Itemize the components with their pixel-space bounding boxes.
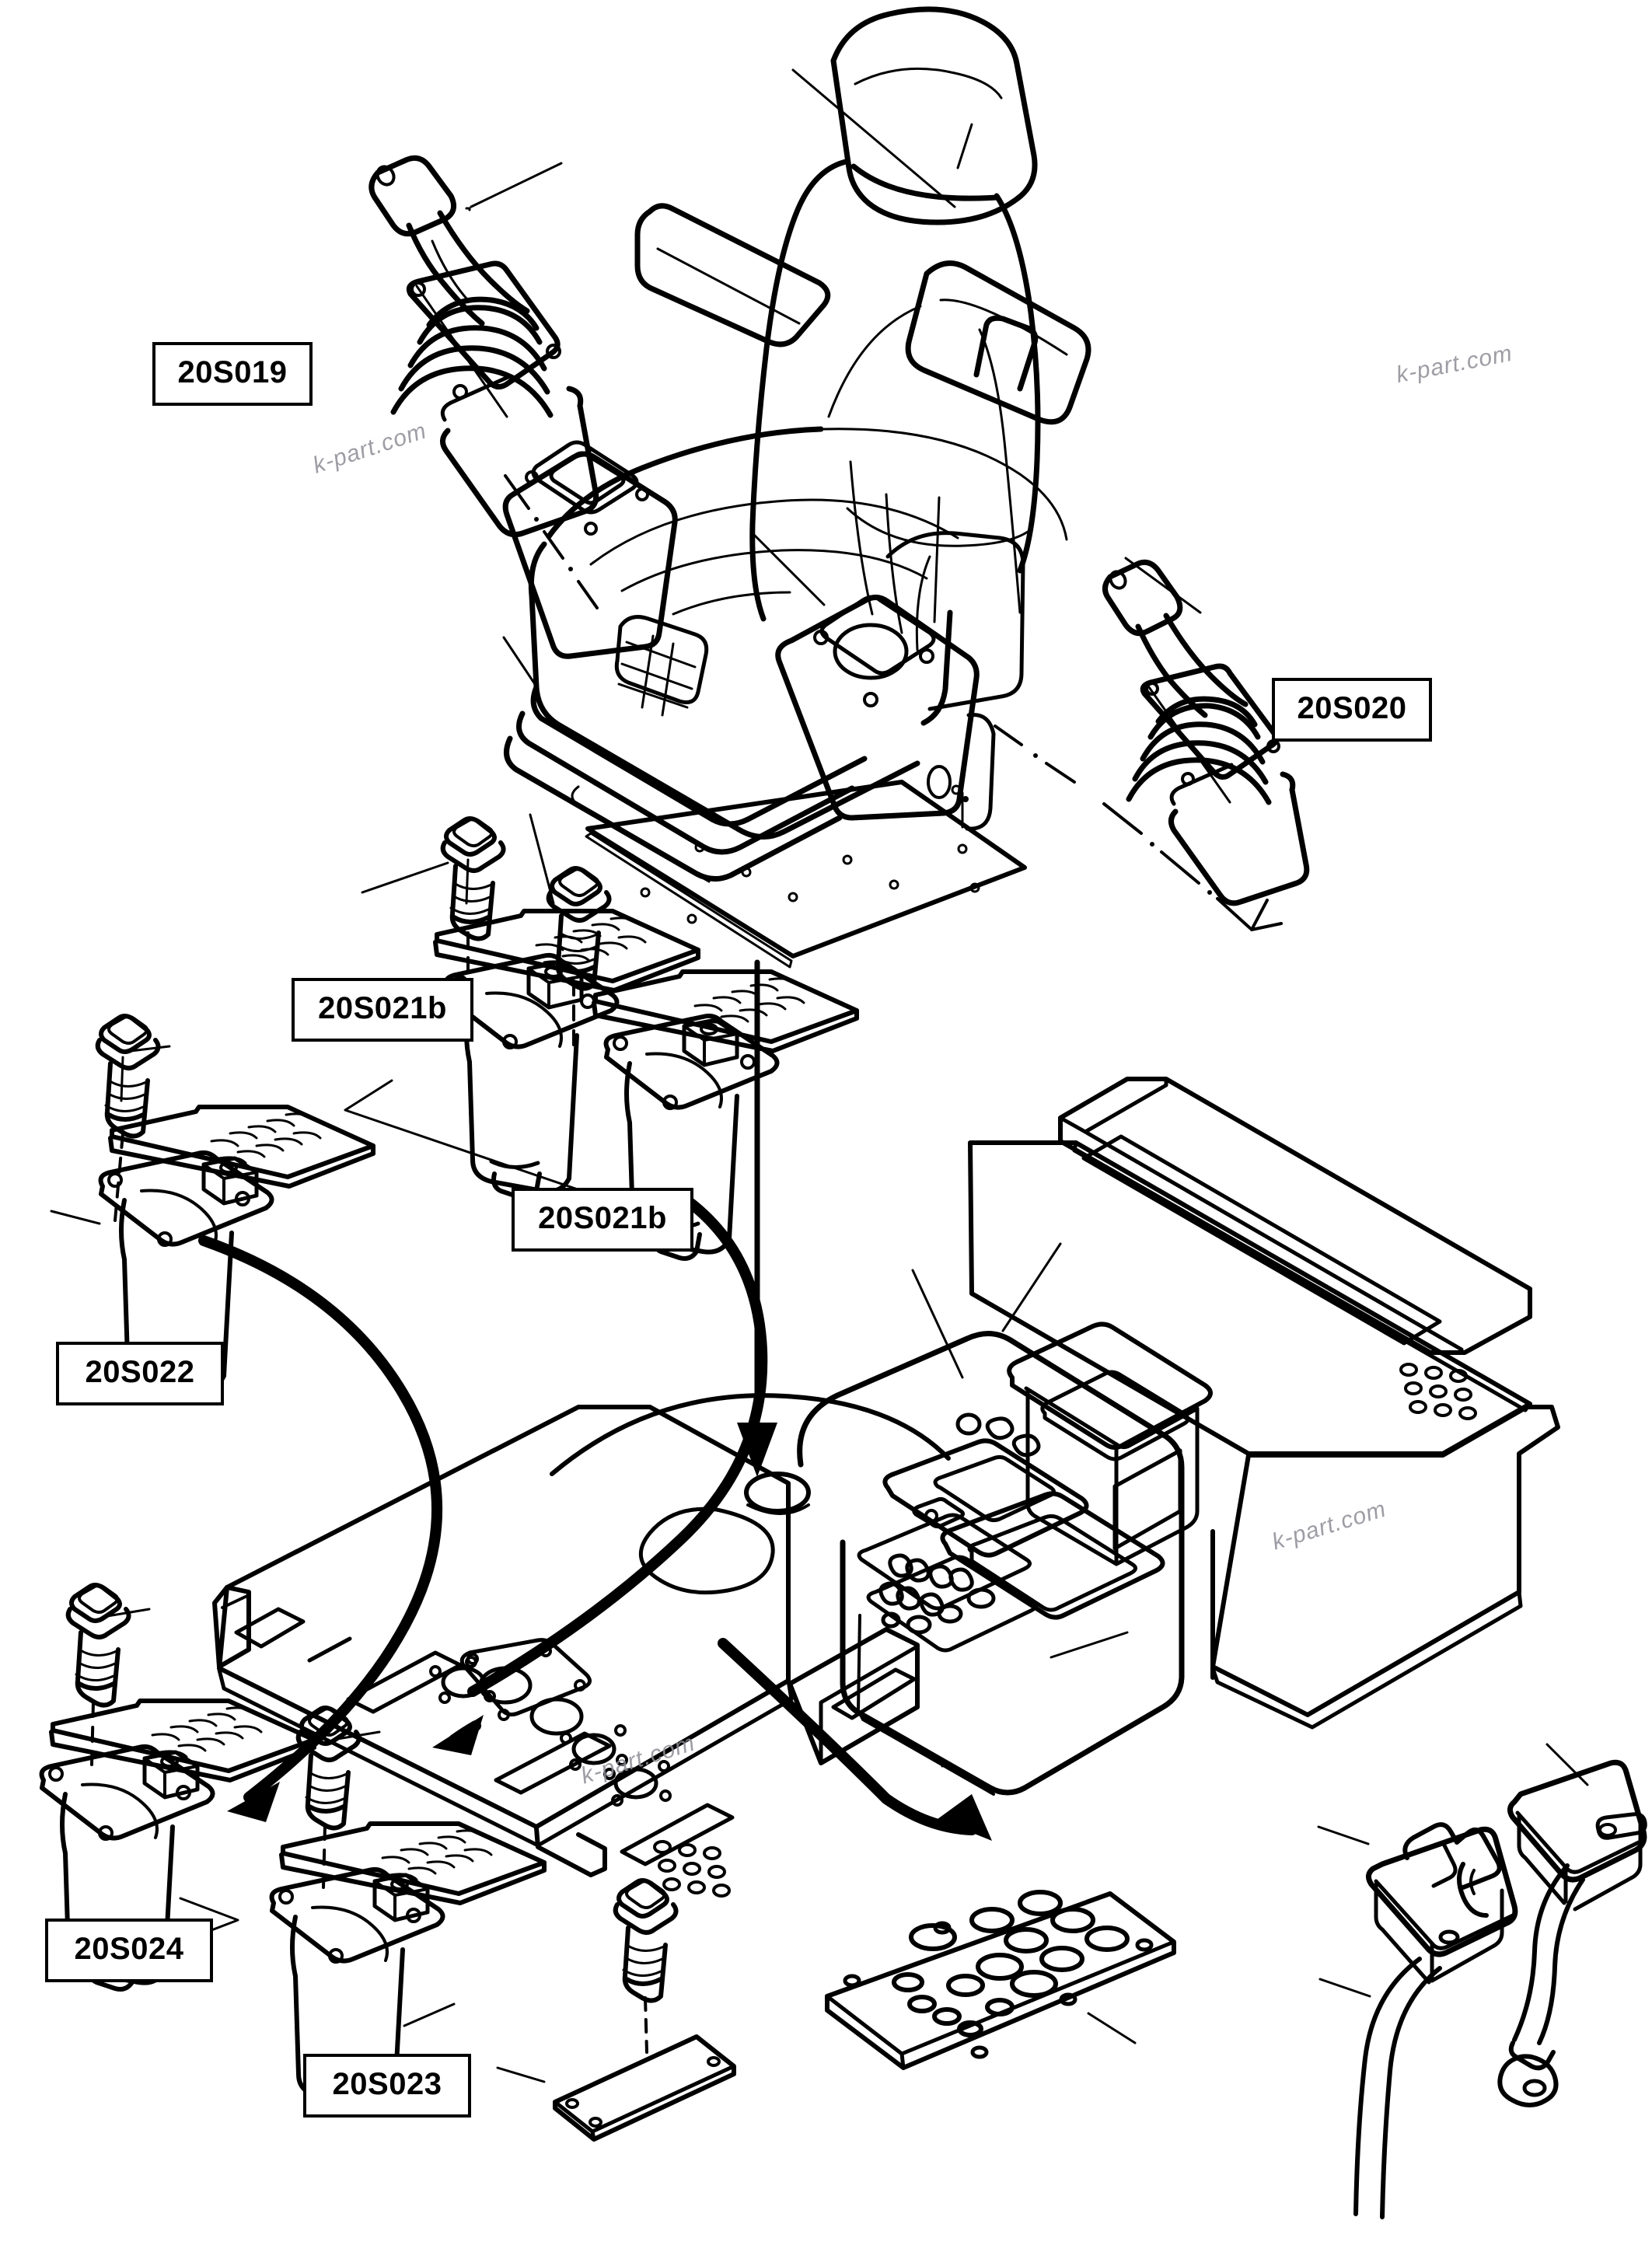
relay-with-lead (1497, 1743, 1647, 2107)
leader-lines (941, 1631, 1129, 1768)
joystick-right (994, 557, 1310, 931)
instrument-console (797, 1242, 1215, 1796)
callout-20S023[interactable]: 20S023 (303, 2054, 471, 2118)
callout-label: 20S022 (85, 1355, 195, 1389)
pedal-valve-20S024 (39, 1583, 316, 1992)
callout-label: 20S021b (318, 991, 447, 1025)
seat-suspension-base (502, 440, 996, 883)
twin-pedal-valve-assembly (344, 813, 859, 1261)
callout-20S021b-upper[interactable]: 20S021b (292, 978, 473, 1042)
callout-label: 20S024 (74, 1932, 184, 1966)
pedal-valve-20S023 (269, 1706, 547, 2114)
cab-floor-deck (212, 1077, 1560, 1898)
callout-20S024[interactable]: 20S024 (45, 1919, 213, 1982)
operator-seat (528, 6, 1091, 840)
callout-label: 20S020 (1297, 691, 1407, 725)
callout-20S021b-lower[interactable]: 20S021b (512, 1188, 693, 1252)
callout-20S020[interactable]: 20S020 (1272, 678, 1432, 742)
access-cover-plate (496, 1878, 736, 2142)
joystick-left (368, 155, 599, 686)
perforated-cover-plate (825, 1890, 1176, 2070)
callout-label: 20S023 (332, 2067, 442, 2101)
relay-with-bracket (1317, 1822, 1518, 2219)
callout-20S022[interactable]: 20S022 (56, 1342, 224, 1405)
seat-base-plate (585, 780, 1027, 969)
assembly-arrows (198, 959, 992, 1841)
callout-20S019[interactable]: 20S019 (152, 342, 313, 406)
callout-label: 20S021b (538, 1201, 667, 1235)
callout-label: 20S019 (177, 355, 288, 389)
pedal-valve-20S022 (50, 1014, 375, 1398)
